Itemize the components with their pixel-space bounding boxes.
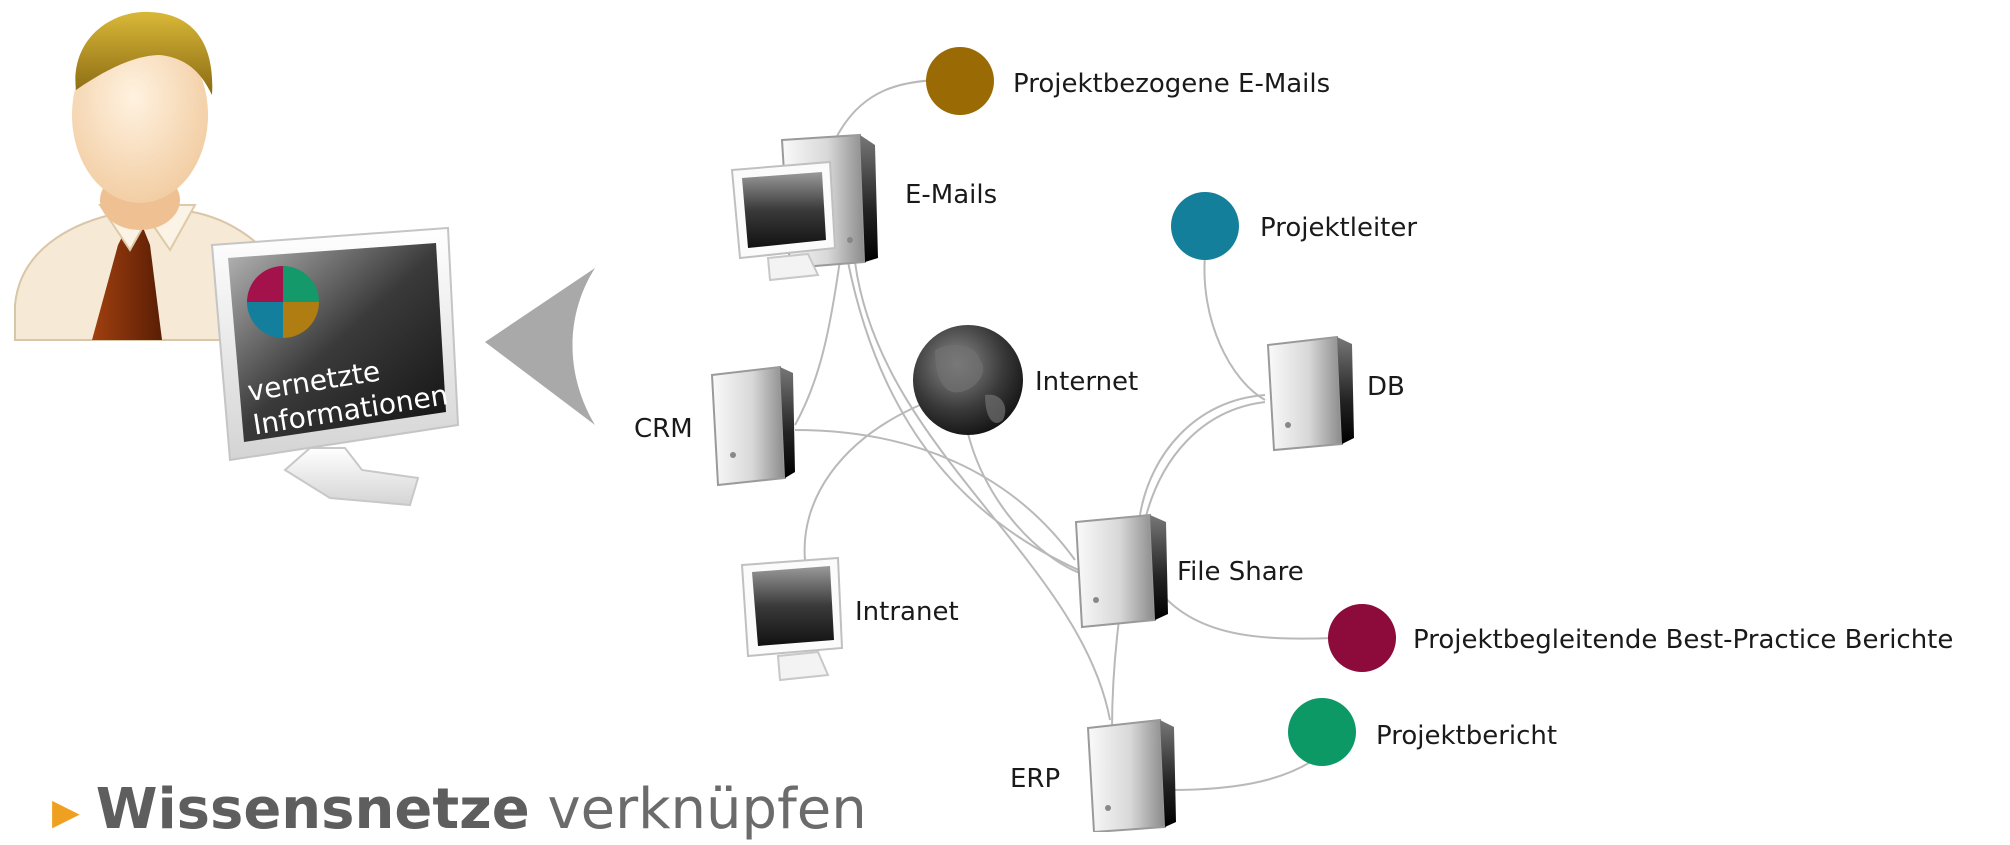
line-fileshare-erp xyxy=(1111,611,1121,731)
label-projektbezogene-emails: Projektbezogene E-Mails xyxy=(1013,69,1330,99)
tower xyxy=(710,365,787,487)
tower-button xyxy=(1105,805,1111,811)
line-emails-crm xyxy=(794,259,841,426)
arrow-shape xyxy=(485,268,595,425)
label-best-practice: Projektbegleitende Best-Practice Bericht… xyxy=(1413,625,1953,655)
line-emails-erp xyxy=(854,261,1111,721)
footer-caption: ▶ Wissensnetze verknüpfen xyxy=(52,778,867,845)
tie xyxy=(92,225,162,340)
line-emails-fileshare xyxy=(847,261,1091,576)
label-emails: E-Mails xyxy=(905,180,997,210)
pie-logo xyxy=(247,266,319,338)
tower-side xyxy=(780,367,795,478)
stand xyxy=(766,252,820,282)
tower-button xyxy=(730,452,736,458)
line-crm-fileshare xyxy=(794,429,1076,561)
intranet-monitor-icon xyxy=(740,556,844,682)
emails-server-icon xyxy=(730,133,878,282)
pie-quadrant-green xyxy=(283,266,319,302)
pie-quadrant-orange xyxy=(283,302,319,338)
label-intranet: Intranet xyxy=(855,597,959,627)
label-projektleiter: Projektleiter xyxy=(1260,213,1417,243)
hair xyxy=(75,11,213,95)
tower-side xyxy=(1160,720,1176,827)
label-internet: Internet xyxy=(1035,367,1138,397)
erp-server-icon xyxy=(1086,718,1176,832)
tower-button xyxy=(847,237,853,243)
file-share-server-icon xyxy=(1074,513,1168,629)
pie-quadrant-red xyxy=(247,266,283,302)
tower-side xyxy=(1337,337,1354,444)
screen xyxy=(752,566,834,646)
projektbericht-dot xyxy=(1288,698,1356,766)
tower xyxy=(1266,335,1344,452)
label-projektbericht: Projektbericht xyxy=(1376,721,1557,751)
bullet-arrow-icon: ▶ xyxy=(52,791,80,833)
tower-button xyxy=(1285,422,1291,428)
internet-globe-icon xyxy=(913,325,1023,435)
tower-button xyxy=(1093,597,1099,603)
label-db: DB xyxy=(1367,372,1405,402)
projektleiter-dot xyxy=(1171,192,1239,260)
pie-quadrant-blue xyxy=(247,302,283,338)
line-projektleiter-db xyxy=(1203,254,1266,401)
stand xyxy=(776,650,830,682)
label-erp: ERP xyxy=(1010,764,1060,794)
label-file-share: File Share xyxy=(1177,557,1304,587)
screen xyxy=(742,172,826,248)
user-avatar xyxy=(14,11,292,341)
footer-rest: verknüpfen xyxy=(529,777,867,842)
crm-server-icon xyxy=(710,365,795,487)
best-practice-dot xyxy=(1328,604,1396,672)
db-server-icon xyxy=(1266,335,1354,452)
footer-bold: Wissensnetze xyxy=(95,777,530,842)
label-crm: CRM xyxy=(634,414,693,444)
tower-side xyxy=(1150,515,1168,620)
line-internet-intranet xyxy=(803,404,921,561)
tower xyxy=(1074,513,1157,629)
vernetzte-informationen-monitor: vernetzte Informationen xyxy=(210,226,460,507)
line-db-fileshare-1 xyxy=(1144,401,1266,521)
continents xyxy=(935,344,1006,423)
line-fileshare-bestpractice xyxy=(1159,591,1336,640)
tower xyxy=(1086,718,1167,832)
projektbezogene-emails-dot xyxy=(926,47,994,115)
line-internet-fileshare xyxy=(964,419,1086,576)
line-db-fileshare-2 xyxy=(1139,394,1266,516)
tower-side xyxy=(860,135,878,262)
monitor-stand xyxy=(283,447,420,507)
